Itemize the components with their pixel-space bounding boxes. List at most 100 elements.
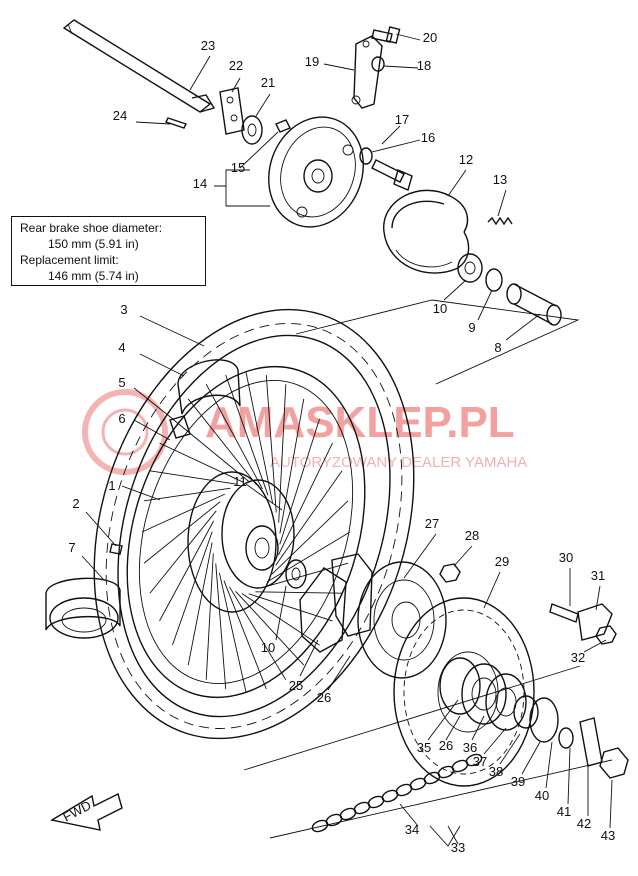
wheel-bearing-upper (457, 253, 483, 283)
callout-20: 20 (423, 30, 437, 45)
spokes (141, 371, 351, 693)
leader-line (609, 779, 613, 829)
bracket-33 (429, 825, 461, 847)
chain-link (339, 807, 357, 821)
callout-41: 41 (557, 804, 571, 819)
callout-10: 10 (261, 640, 275, 655)
leader-line (81, 555, 105, 581)
camshaft-oil-seal (359, 147, 373, 165)
leader-line (255, 93, 271, 117)
callout-19: 19 (305, 54, 319, 69)
leader-line (133, 387, 175, 421)
callout-39: 39 (511, 774, 525, 789)
spoke (159, 442, 244, 483)
chain-link (381, 789, 399, 803)
leader-line (299, 639, 319, 677)
spoke (187, 542, 213, 666)
callout-34: 34 (405, 822, 419, 837)
callout-21: 21 (261, 75, 275, 90)
callout-18: 18 (417, 58, 431, 73)
callout-42: 42 (577, 816, 591, 831)
hub-damper (299, 553, 373, 653)
drive-chain (311, 753, 483, 833)
rear-tire (93, 308, 415, 740)
spec-line-3: Replacement limit: (20, 253, 119, 267)
spoke (275, 470, 343, 566)
leader-line (327, 655, 351, 691)
callout-37: 37 (473, 754, 487, 769)
spoke (229, 586, 287, 681)
callout-26: 26 (317, 690, 331, 705)
callout-35: 35 (417, 740, 431, 755)
callout-2: 2 (72, 496, 79, 511)
chain-puller-left (219, 87, 245, 135)
spoke (172, 531, 213, 646)
callout-33: 33 (451, 840, 465, 855)
spoke (277, 442, 333, 556)
callout-23: 23 (201, 38, 215, 53)
chain-link (437, 765, 455, 779)
leader-line (371, 139, 421, 153)
leader-line (189, 55, 211, 91)
leader-line (275, 585, 287, 641)
brake-spec-box: Rear brake shoe diameter: 150 mm (5.91 i… (11, 216, 206, 286)
callout-43: 43 (601, 828, 615, 843)
callout-30: 30 (559, 550, 573, 565)
chain-link (465, 753, 483, 767)
leader-line (447, 825, 459, 845)
watermark-tagline: AUTORYZOWANY DEALER YAMAHA (270, 454, 527, 471)
tire-cross-section (45, 577, 121, 639)
spoke (187, 398, 257, 485)
sprocket-bearing-stack (439, 657, 539, 731)
callout-13: 13 (493, 172, 507, 187)
callout-26: 26 (439, 738, 453, 753)
callout-1: 1 (108, 478, 115, 493)
leader-line (471, 715, 485, 741)
wheel-hub (187, 471, 295, 613)
callout-8: 8 (494, 340, 501, 355)
leader-line (595, 585, 601, 611)
adjuster-nut (595, 625, 617, 645)
spoke (141, 493, 226, 533)
leader-line (427, 699, 459, 741)
leader-line (521, 741, 541, 775)
callout-5: 5 (118, 375, 125, 390)
callout-6: 6 (118, 411, 125, 426)
callout-9: 9 (468, 320, 475, 335)
camshaft-lever (351, 35, 383, 109)
wheel-bearing-lower (285, 559, 307, 589)
spoke (255, 591, 343, 594)
sprocket-clutch-hub (357, 561, 447, 679)
adjuster-plate (577, 603, 613, 641)
callout-36: 36 (463, 740, 477, 755)
wheel-oil-seal (485, 268, 503, 292)
spoke (278, 384, 287, 523)
axle (62, 19, 216, 113)
leader-line (381, 125, 401, 145)
callout-17: 17 (395, 112, 409, 127)
spec-line-1: Rear brake shoe diameter: (20, 221, 163, 235)
callout-25: 25 (289, 678, 303, 693)
rim-lock (169, 415, 191, 439)
lever-washer (371, 56, 385, 72)
spoke (218, 572, 247, 693)
spoke (143, 501, 221, 564)
brake-plate-bolt (275, 119, 291, 133)
leader-lines (81, 33, 613, 845)
collar (241, 115, 263, 145)
callout-3: 3 (120, 302, 127, 317)
spoke (279, 398, 305, 534)
leader-line (395, 33, 421, 41)
spoke (266, 531, 351, 583)
chain-link (423, 771, 441, 785)
chain-link (353, 801, 371, 815)
leader-line (445, 715, 461, 741)
fwd-label: FWD (60, 798, 93, 825)
leader-line (477, 289, 493, 321)
leader-line (323, 63, 355, 71)
chain-link (395, 783, 413, 797)
chain-link (325, 813, 343, 827)
tire-valve (109, 543, 123, 555)
leader-line (85, 511, 117, 547)
spoke (143, 487, 231, 502)
